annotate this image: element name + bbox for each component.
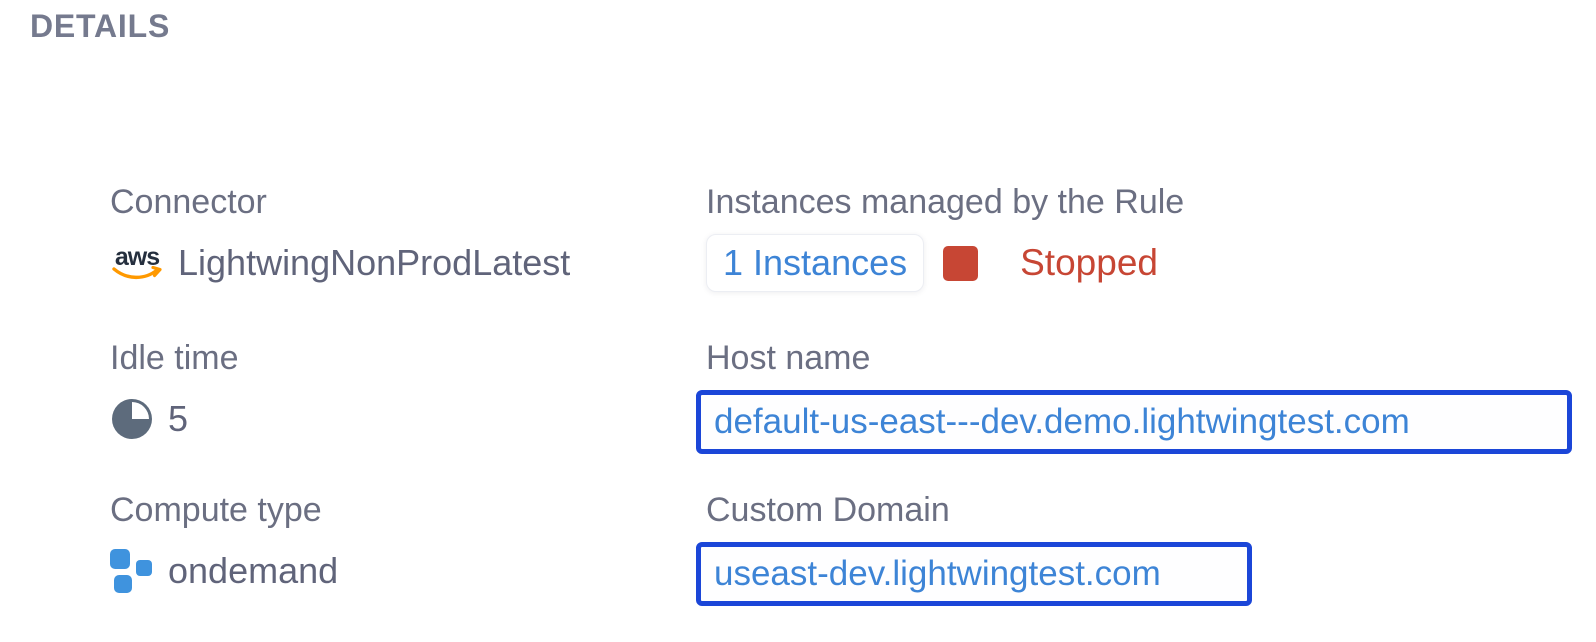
idle-time-label: Idle time (110, 339, 239, 377)
idle-time-value: 5 (168, 398, 189, 439)
details-heading: DETAILS (30, 8, 171, 44)
instances-label: Instances managed by the Rule (706, 183, 1185, 221)
instances-count-link[interactable]: 1 Instances (706, 234, 925, 292)
custom-domain-label: Custom Domain (706, 491, 950, 529)
instances-value-row: 1 Instances Stopped (706, 234, 1184, 292)
connector-label: Connector (110, 183, 267, 221)
compute-type-label: Compute type (110, 491, 322, 529)
host-name-link-box[interactable]: default-us-east---dev.demo.lightwingtest… (696, 390, 1572, 454)
host-name-label: Host name (706, 339, 871, 377)
aws-smile-arrow-icon (112, 265, 162, 279)
connector-section: Connector aws LightwingNonProdLatest (110, 180, 570, 292)
compute-type-section: Compute type ondemand (110, 488, 338, 600)
custom-domain-value[interactable]: useast-dev.lightwingtest.com (714, 554, 1161, 593)
compute-blocks-icon (110, 549, 152, 593)
instances-status-text: Stopped (1020, 242, 1158, 283)
host-name-section: Host name default-us-east---dev.demo.lig… (696, 336, 1572, 454)
pie-clock-icon (112, 399, 152, 439)
custom-domain-link-box[interactable]: useast-dev.lightwingtest.com (696, 542, 1252, 606)
compute-type-value-row: ondemand (110, 542, 338, 600)
aws-icon: aws (110, 242, 164, 281)
connector-value-row: aws LightwingNonProdLatest (110, 234, 570, 292)
idle-time-section: Idle time 5 (110, 336, 239, 448)
stopped-square-icon (943, 245, 979, 281)
host-name-value[interactable]: default-us-east---dev.demo.lightwingtest… (714, 402, 1410, 441)
idle-time-value-row: 5 (110, 390, 239, 448)
connector-value: LightwingNonProdLatest (178, 242, 571, 283)
compute-type-value: ondemand (168, 550, 339, 591)
aws-wordmark: aws (114, 242, 160, 271)
custom-domain-section: Custom Domain useast-dev.lightwingtest.c… (696, 488, 1252, 606)
instances-section: Instances managed by the Rule 1 Instance… (706, 180, 1184, 292)
